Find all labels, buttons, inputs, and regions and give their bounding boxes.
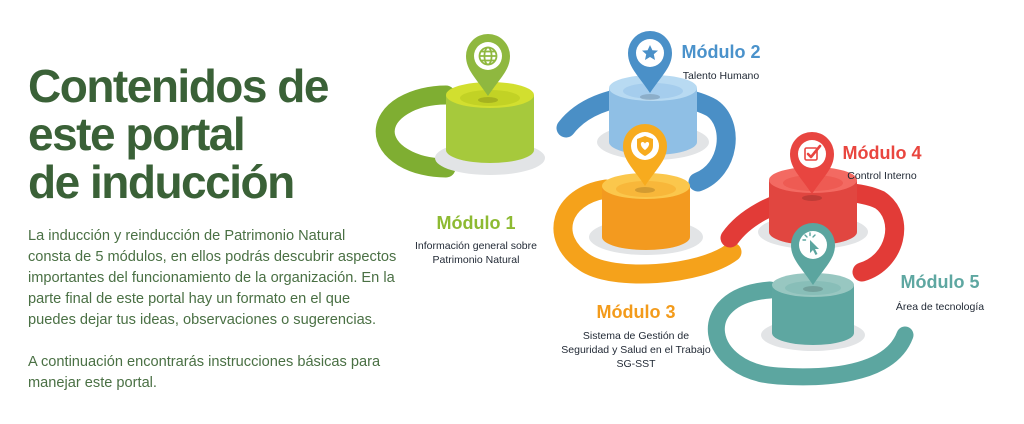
- module-1-title: Módulo 1: [437, 213, 516, 233]
- page-title: Contenidos de este portal de inducción: [28, 60, 329, 208]
- heart-shield-icon: [637, 136, 653, 156]
- module-4-node[interactable]: [720, 132, 905, 282]
- module-5-label: Módulo 5 Área de tecnología: [896, 272, 984, 313]
- module-4-title: Módulo 4: [843, 143, 922, 163]
- module-4-desc-line-1: Control Interno: [847, 170, 917, 182]
- module-4-label: Módulo 4 Control Interno: [843, 143, 922, 182]
- module-1-desc-line-2: Patrimonio Natural: [433, 254, 520, 266]
- module-1-node[interactable]: [375, 34, 545, 178]
- module-5-node[interactable]: [707, 223, 914, 386]
- check-icon: [804, 144, 822, 161]
- globe-icon: [478, 46, 498, 66]
- module-5-title: Módulo 5: [901, 272, 980, 292]
- module-2-pin: [628, 31, 672, 100]
- module-3-pin: [623, 124, 667, 193]
- module-1-desc-line-1: Información general sobre: [415, 240, 537, 252]
- module-4-pin: [790, 132, 834, 201]
- module-3-desc-line-2: Seguridad y Salud en el Trabajo: [561, 344, 711, 356]
- module-3-title: Módulo 3: [597, 302, 676, 322]
- module-2-desc-line-1: Talento Humano: [683, 70, 760, 82]
- module-5-pin: [791, 223, 835, 292]
- module-3-desc-line-1: Sistema de Gestión de: [583, 330, 689, 342]
- module-3-desc-line-3: SG-SST: [616, 358, 656, 370]
- cursor-click-icon: [802, 232, 819, 255]
- module-2-label: Módulo 2 Talento Humano: [682, 42, 761, 82]
- instructions-paragraph: A continuación encontrarás instrucciones…: [28, 354, 381, 391]
- module-2-title: Módulo 2: [682, 42, 761, 62]
- module-3-node[interactable]: [553, 124, 742, 284]
- intro-panel: Contenidos de este portal de inducción L…: [28, 62, 398, 394]
- intro-paragraph: La inducción y reinducción de Patrimonio…: [28, 228, 397, 328]
- module-1-pin: [466, 34, 510, 103]
- module-3-label: Módulo 3 Sistema de Gestión de Seguridad…: [561, 302, 711, 370]
- module-5-desc-line-1: Área de tecnología: [896, 300, 984, 313]
- module-1-label: Módulo 1 Información general sobre Patri…: [415, 213, 537, 266]
- star-icon: [642, 45, 658, 60]
